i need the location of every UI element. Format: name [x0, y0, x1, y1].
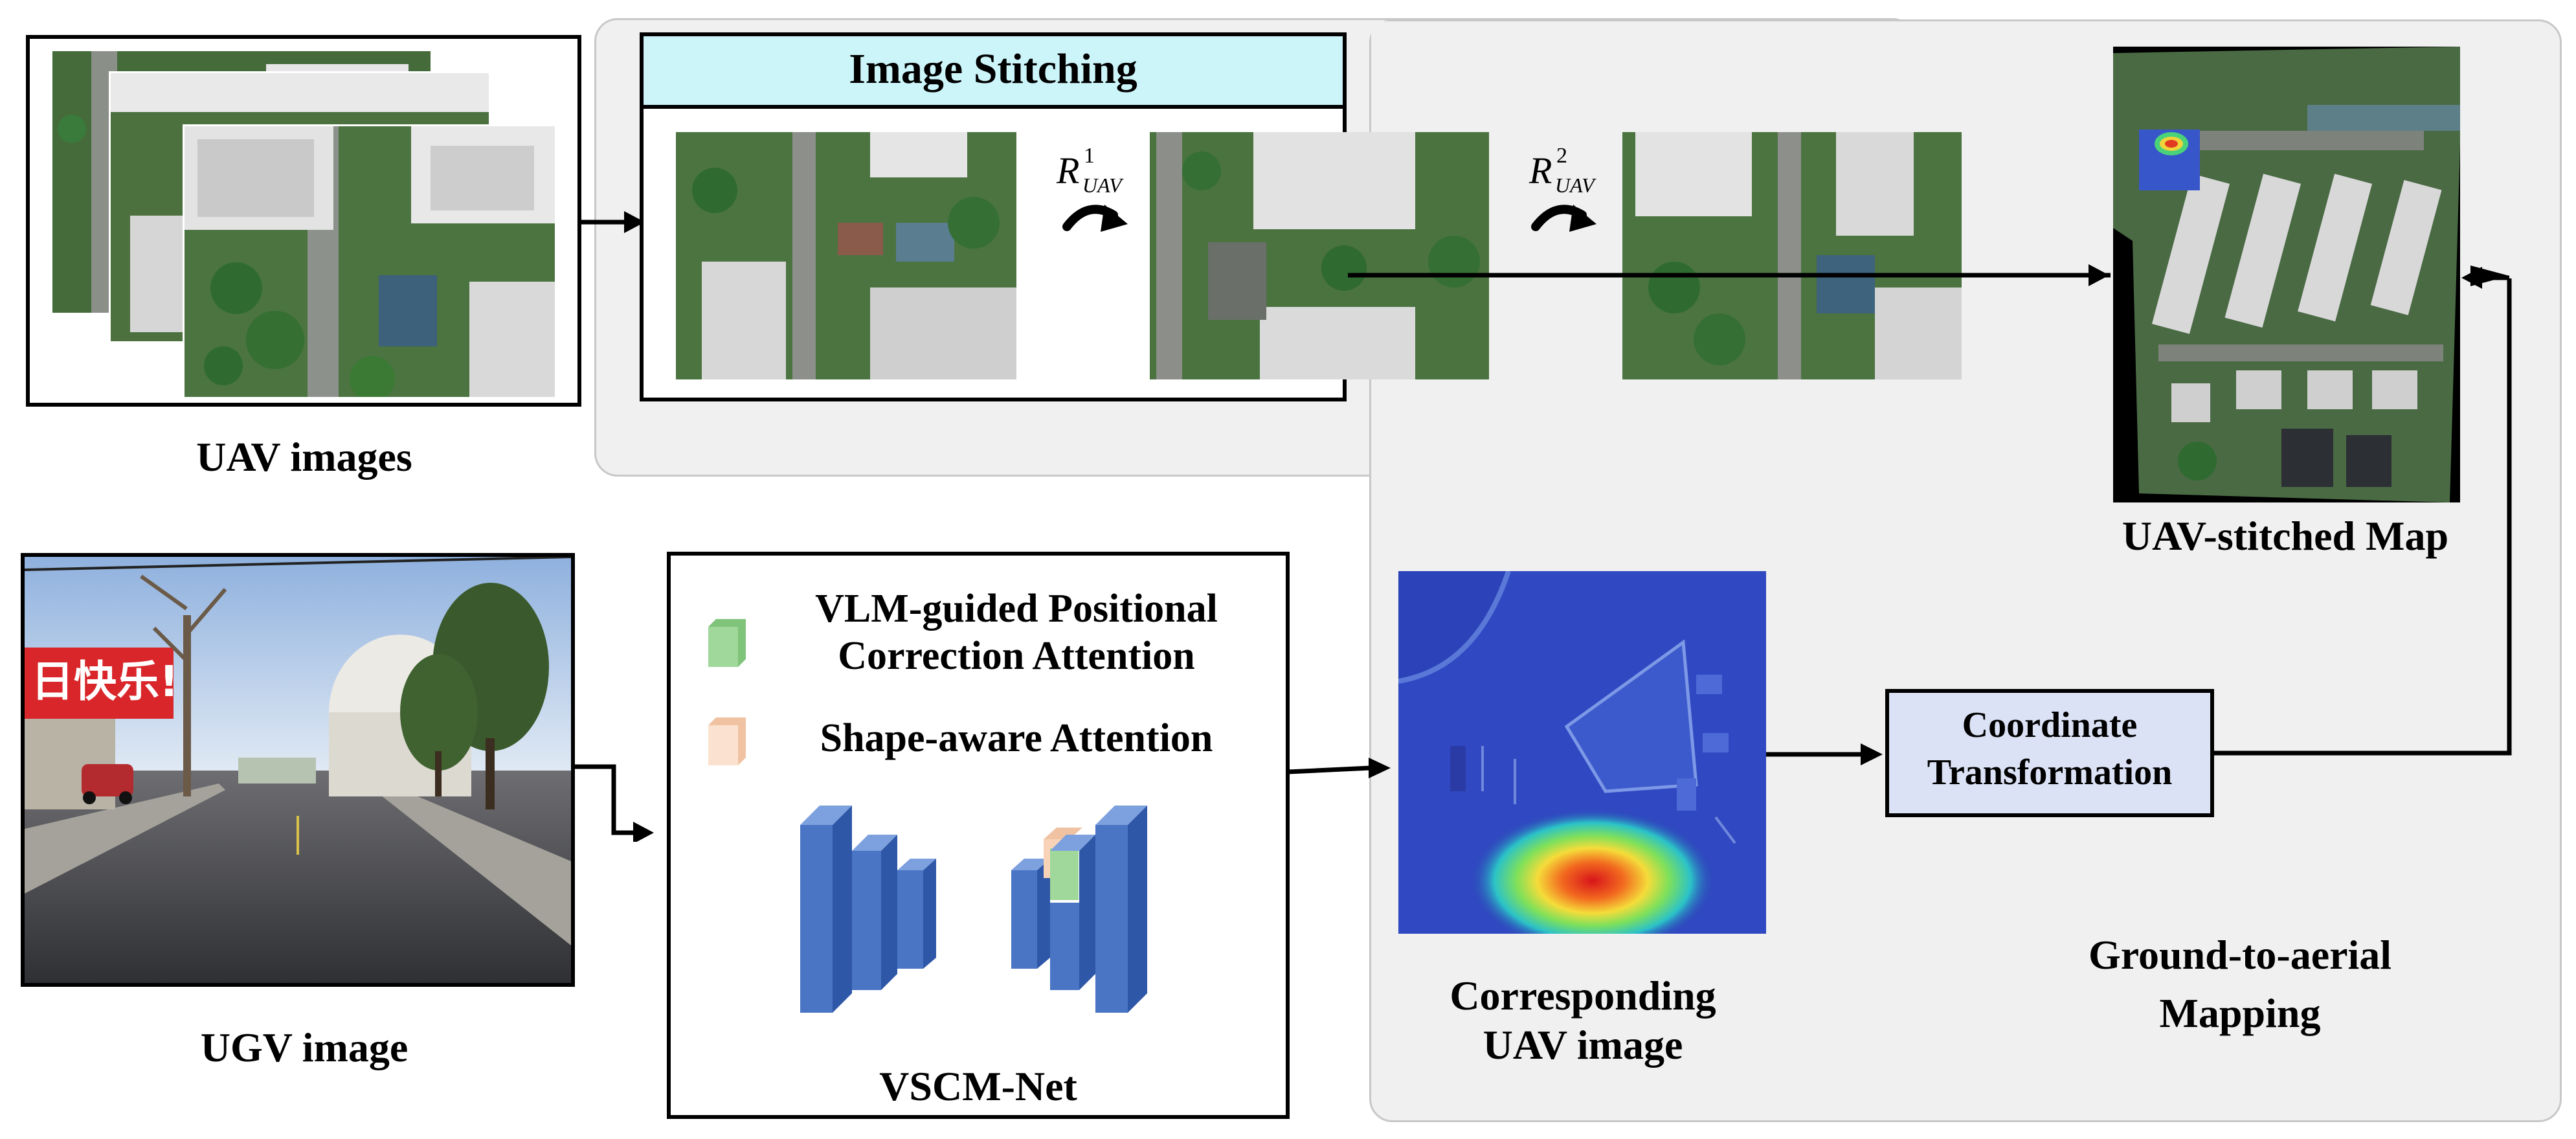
shape-attention-label: Shape-aware Attention — [820, 716, 1213, 760]
r2-superscript: 2 — [1556, 144, 1567, 168]
r1-superscript: 1 — [1084, 144, 1095, 168]
rotation-arrow-2 — [1531, 205, 1596, 232]
corresponding-line2: UAV image — [1483, 1021, 1683, 1068]
vlm-attention-line1: VLM-guided Positional — [815, 587, 1218, 631]
uav-stitched-map-label: UAV-stitched Map — [2122, 513, 2449, 559]
arrow-vscm-to-corresponding — [1288, 758, 1391, 778]
vlm-attention-label: VLM-guided Positional Correction Attenti… — [764, 585, 1269, 680]
vlm-attention-line2: Correction Attention — [838, 634, 1195, 679]
corresponding-line1: Corresponding — [1450, 973, 1716, 1019]
legend-green-swatch — [708, 619, 750, 667]
ugv-image: 日快乐! — [21, 553, 575, 987]
corresponding-uav-image — [1398, 571, 1766, 934]
coord-line1: Coordinate — [1962, 705, 2138, 745]
ground-to-aerial-label: Ground-to-aerial Mapping — [2013, 926, 2467, 1042]
legend-peach-swatch — [708, 717, 750, 765]
arrow-uav-to-stitching — [579, 211, 645, 233]
stitch-image-2 — [1150, 132, 1489, 379]
rotation-arrow-1 — [1062, 205, 1128, 232]
image-stitching-title: Image Stitching — [849, 45, 1137, 93]
arrow-corresponding-to-coord — [1766, 743, 1883, 765]
vscm-net-box — [667, 552, 1290, 1119]
r1-uav-label: R 1 UAV — [1054, 144, 1132, 202]
ugv-banner-text: 日快乐! — [31, 657, 179, 706]
r2-subscript: UAV — [1555, 174, 1595, 197]
uav-stitched-map — [2113, 47, 2460, 502]
arrow-stitching-to-map-line — [1993, 264, 2109, 286]
stitch-image-3 — [1622, 132, 1962, 379]
stitch-image-1 — [676, 132, 1016, 379]
uav-image-front — [183, 124, 557, 399]
coord-line2: Transformation — [1927, 752, 2173, 793]
g2a-line1: Ground-to-aerial — [2088, 932, 2392, 978]
ugv-image-label: UGV image — [200, 1024, 409, 1070]
g2a-line2: Mapping — [2159, 989, 2321, 1036]
r1-base: R — [1057, 150, 1080, 192]
arrow-ugv-to-vscm — [575, 764, 654, 842]
r2-uav-label: R 2 UAV — [1527, 144, 1604, 202]
r2-base: R — [1529, 150, 1552, 192]
coordinate-transformation-label: Coordinate Transformation — [1885, 702, 2214, 796]
network-decoder-icon — [1011, 806, 1147, 1013]
network-encoder-icon — [800, 806, 936, 1013]
vscm-net-label: VSCM-Net — [879, 1063, 1077, 1109]
arrow-coord-to-map-head — [2461, 267, 2509, 289]
corresponding-uav-label: Corresponding UAV image — [1360, 971, 1806, 1069]
r1-subscript: UAV — [1082, 174, 1122, 197]
coordinate-transformation-box — [1885, 689, 2214, 817]
arrow-coord-to-map — [2213, 265, 2512, 756]
image-stitching-header — [644, 36, 1343, 109]
arrow-stitching-to-map — [1348, 273, 2111, 278]
uav-images-label: UAV images — [196, 434, 412, 480]
